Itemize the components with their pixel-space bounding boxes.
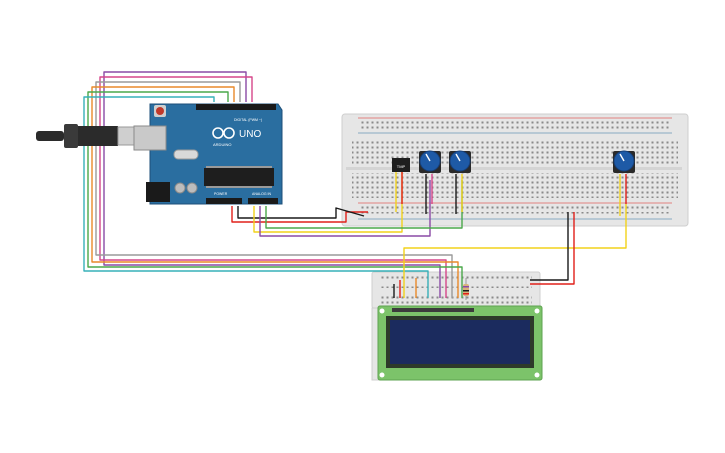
analog-label: ANALOG IN bbox=[252, 192, 272, 196]
wire-orange[interactable] bbox=[91, 86, 459, 298]
main-breadboard[interactable] bbox=[341, 113, 689, 227]
usb-jack bbox=[133, 125, 167, 151]
usb-cable[interactable] bbox=[36, 124, 137, 148]
arduino-uno[interactable]: UNO ARDUINO DIGITAL (PWM ~) POWER ANALOG… bbox=[133, 103, 283, 205]
digital-header bbox=[196, 104, 276, 110]
wire-green-lcd[interactable] bbox=[87, 91, 463, 298]
wire-red-5v[interactable] bbox=[231, 206, 368, 223]
arduino-logo-icon bbox=[212, 127, 235, 139]
mount-hole-icon bbox=[534, 308, 540, 314]
wire-black-gnd[interactable] bbox=[237, 206, 365, 219]
potentiometer-1[interactable] bbox=[419, 150, 441, 173]
temperature-sensor[interactable]: TMP bbox=[392, 158, 410, 172]
mount-hole-icon bbox=[534, 372, 540, 378]
mount-hole-icon bbox=[379, 308, 385, 314]
microcontroller-chip bbox=[204, 168, 274, 186]
wire-purple-a1[interactable] bbox=[259, 180, 431, 237]
wire-black-rail[interactable] bbox=[530, 212, 569, 281]
digital-label: DIGITAL (PWM ~) bbox=[234, 118, 262, 122]
board-brand: ARDUINO bbox=[213, 142, 231, 147]
potentiometer-2[interactable] bbox=[449, 150, 471, 173]
power-header bbox=[206, 198, 242, 204]
board-model: UNO bbox=[239, 129, 261, 140]
lcd-module[interactable] bbox=[377, 305, 543, 381]
wire-yellow-contrast[interactable] bbox=[403, 204, 627, 298]
power-label: POWER bbox=[214, 192, 228, 196]
resistor[interactable] bbox=[463, 278, 469, 300]
analog-header bbox=[248, 198, 278, 204]
wire-red-rail[interactable] bbox=[530, 212, 575, 285]
lcd-header-pins bbox=[392, 308, 474, 312]
power-jack bbox=[146, 182, 170, 202]
sensor-label: TMP bbox=[397, 164, 406, 169]
mount-hole-icon bbox=[379, 372, 385, 378]
wires[interactable] bbox=[83, 71, 627, 298]
potentiometer-3[interactable] bbox=[613, 150, 635, 173]
lcd-screen bbox=[390, 320, 530, 364]
wire-cyan[interactable] bbox=[83, 96, 429, 298]
